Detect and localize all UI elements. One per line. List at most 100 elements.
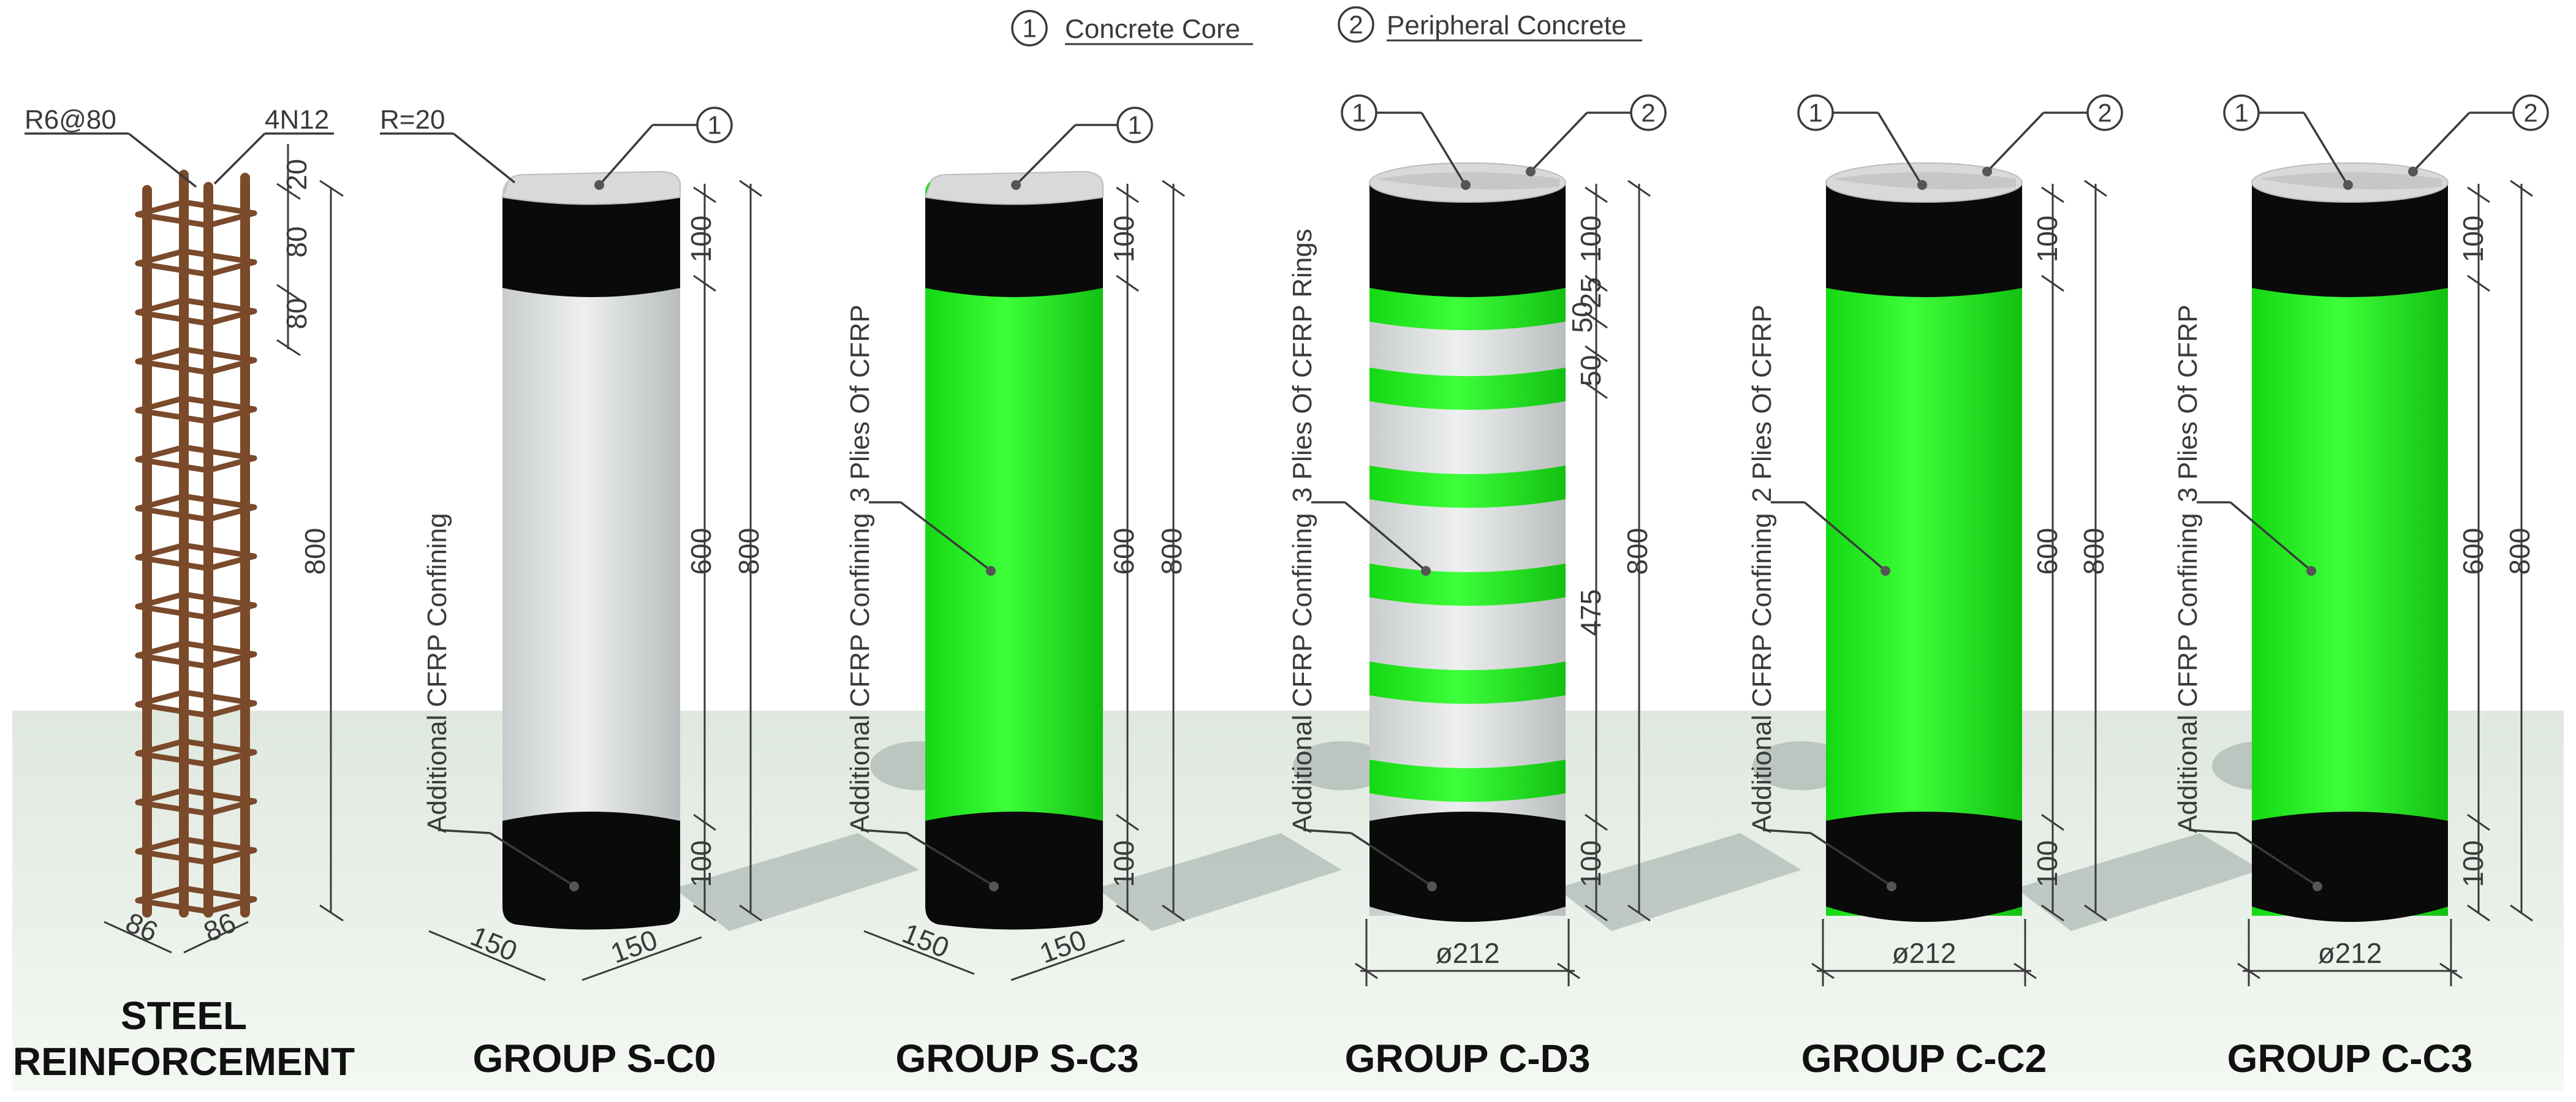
- rebar: [135, 493, 187, 511]
- svg-text:25: 25: [1575, 277, 1607, 308]
- svg-text:2: 2: [2523, 99, 2537, 127]
- rebar: [135, 395, 187, 413]
- rebar: [205, 504, 257, 523]
- rebar: [205, 651, 257, 670]
- rebar: [135, 652, 211, 670]
- svg-text:2: 2: [2097, 99, 2112, 127]
- s-c3-annotations: 1 3 Plies Of CFRP Additional CFRP Confin…: [845, 107, 1188, 981]
- svg-text:800: 800: [2078, 528, 2110, 575]
- svg-text:100: 100: [1575, 840, 1607, 888]
- c-d3-title: GROUP C-D3: [1345, 1036, 1591, 1081]
- s-c0-radius-label: R=20: [380, 105, 445, 135]
- steel-cage: [135, 170, 257, 918]
- steel-dim-height: 800: [299, 528, 331, 575]
- svg-text:100: 100: [685, 840, 717, 888]
- svg-text:1: 1: [707, 111, 721, 140]
- legend-number-2: 2: [1349, 10, 1363, 39]
- rebar: [205, 308, 257, 326]
- svg-text:100: 100: [2031, 216, 2063, 263]
- rebar: [135, 897, 211, 915]
- c-c2-wrap-label: 2 Plies Of CFRP: [1747, 304, 1777, 502]
- rebar: [181, 542, 257, 559]
- rebar: [135, 689, 187, 708]
- rebar: [135, 554, 211, 572]
- legend-number-1: 1: [1022, 14, 1036, 43]
- rebar: [135, 799, 211, 817]
- rebar: [135, 591, 187, 609]
- rebar: [181, 738, 257, 755]
- rebar: [205, 749, 257, 768]
- c-c3-title: GROUP C-C3: [2227, 1036, 2473, 1081]
- rebar: [181, 640, 257, 657]
- rebar: [135, 297, 187, 315]
- svg-text:1: 1: [1808, 99, 1822, 127]
- rebar: [135, 456, 211, 474]
- c-c3-confining-label: Additional CFRP Confining: [2173, 513, 2203, 833]
- rebar: [135, 309, 211, 326]
- rebar: [135, 199, 187, 217]
- column-c-d3: [1369, 162, 1566, 922]
- column-s-c3: [924, 170, 1104, 930]
- svg-text:600: 600: [685, 528, 717, 575]
- s-c3-confining-label: Additional CFRP Confining: [845, 513, 875, 833]
- svg-text:100: 100: [2457, 840, 2489, 888]
- c-d3-wrap-label: 3 Plies Of CFRP Rings: [1287, 228, 1317, 502]
- legend-label-concrete-core: Concrete Core: [1065, 14, 1240, 44]
- rebar: [135, 848, 211, 866]
- s-c3-wrap-label: 3 Plies Of CFRP: [845, 304, 875, 502]
- svg-text:800: 800: [733, 528, 765, 575]
- rebar: [181, 493, 257, 510]
- c-d3-diameter: ø212: [1436, 937, 1500, 969]
- rebar: [135, 407, 211, 425]
- column-c-c2: [1825, 162, 2023, 922]
- steel-dim-top-cover: 20: [281, 159, 313, 190]
- c-c2-title: GROUP C-C2: [1801, 1036, 2047, 1081]
- svg-text:800: 800: [1621, 528, 1653, 575]
- c-d3-confining-label: Additional CFRP Confining: [1287, 513, 1317, 833]
- rebar: [181, 199, 257, 216]
- svg-text:1: 1: [1127, 111, 1142, 140]
- rebar: [205, 847, 257, 866]
- s-c0-title: GROUP S-C0: [472, 1036, 716, 1081]
- rebar: [181, 689, 257, 706]
- rebar: [205, 406, 257, 425]
- rebar: [135, 701, 211, 719]
- rebar: [135, 750, 211, 768]
- rebar: [181, 787, 257, 804]
- svg-text:100: 100: [1108, 840, 1140, 888]
- rebar: [181, 591, 257, 608]
- s-c3-title: GROUP S-C3: [895, 1036, 1138, 1081]
- rebar: [205, 553, 257, 572]
- cfrp-ring: [1369, 662, 1566, 704]
- rebar: [135, 738, 187, 757]
- rebar: [135, 346, 187, 364]
- rebar: [181, 885, 257, 902]
- rebar: [181, 836, 257, 853]
- svg-text:800: 800: [2504, 528, 2536, 575]
- rebar: [135, 505, 211, 523]
- steel-title-line-2: REINFORCEMENT: [13, 1040, 355, 1084]
- svg-text:100: 100: [685, 216, 717, 263]
- steel-dim-spacing-2: 80: [281, 298, 313, 329]
- c-c2-diameter: ø212: [1892, 937, 1957, 969]
- rebar: [205, 259, 257, 277]
- legend: 1 Concrete Core 2 Peripheral Concrete: [1011, 6, 1642, 47]
- c-c3-wrap-label: 3 Plies Of CFRP: [2173, 304, 2203, 502]
- legend-label-peripheral-concrete: Peripheral Concrete: [1387, 10, 1626, 40]
- rebar: [205, 798, 257, 817]
- svg-text:100: 100: [2457, 216, 2489, 263]
- rebar: [205, 357, 257, 376]
- svg-text:2: 2: [1641, 99, 1655, 127]
- rebar: [135, 787, 187, 806]
- rebar: [181, 346, 257, 363]
- rebar: [205, 896, 257, 915]
- svg-text:1: 1: [2234, 99, 2248, 127]
- rebar: [181, 444, 257, 461]
- rebar: [135, 885, 187, 904]
- rebar: [135, 603, 211, 621]
- s-c0-annotations: R=20 1 Additional CFRP Confining 100 600…: [380, 105, 765, 981]
- stirrup-label: R6@80: [25, 105, 116, 135]
- column-s-c0: [501, 170, 681, 930]
- rebar: [205, 455, 257, 474]
